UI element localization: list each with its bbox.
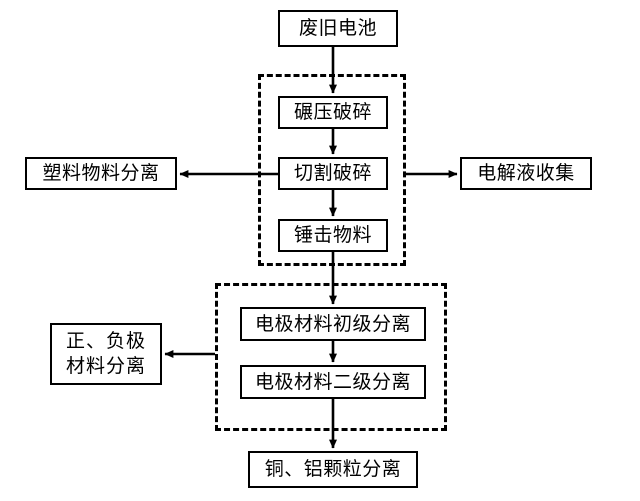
group-separation-stage	[215, 283, 447, 431]
node-electrode-primary-separation[interactable]: 电极材料初级分离	[240, 307, 426, 341]
node-cathode-anode-separation[interactable]: 正、负极 材料分离	[50, 323, 162, 385]
node-roll-crushing[interactable]: 碾压破碎	[278, 96, 388, 129]
node-waste-battery[interactable]: 废旧电池	[278, 10, 398, 47]
node-electrolyte-collection[interactable]: 电解液收集	[460, 157, 592, 190]
node-hammer-material[interactable]: 锤击物料	[278, 219, 388, 252]
node-copper-aluminum-separation[interactable]: 铜、铝颗粒分离	[248, 451, 418, 488]
node-electrode-secondary-separation[interactable]: 电极材料二级分离	[240, 365, 426, 399]
node-plastic-separation[interactable]: 塑料物料分离	[25, 157, 177, 190]
node-cut-crushing[interactable]: 切割破碎	[278, 157, 388, 190]
